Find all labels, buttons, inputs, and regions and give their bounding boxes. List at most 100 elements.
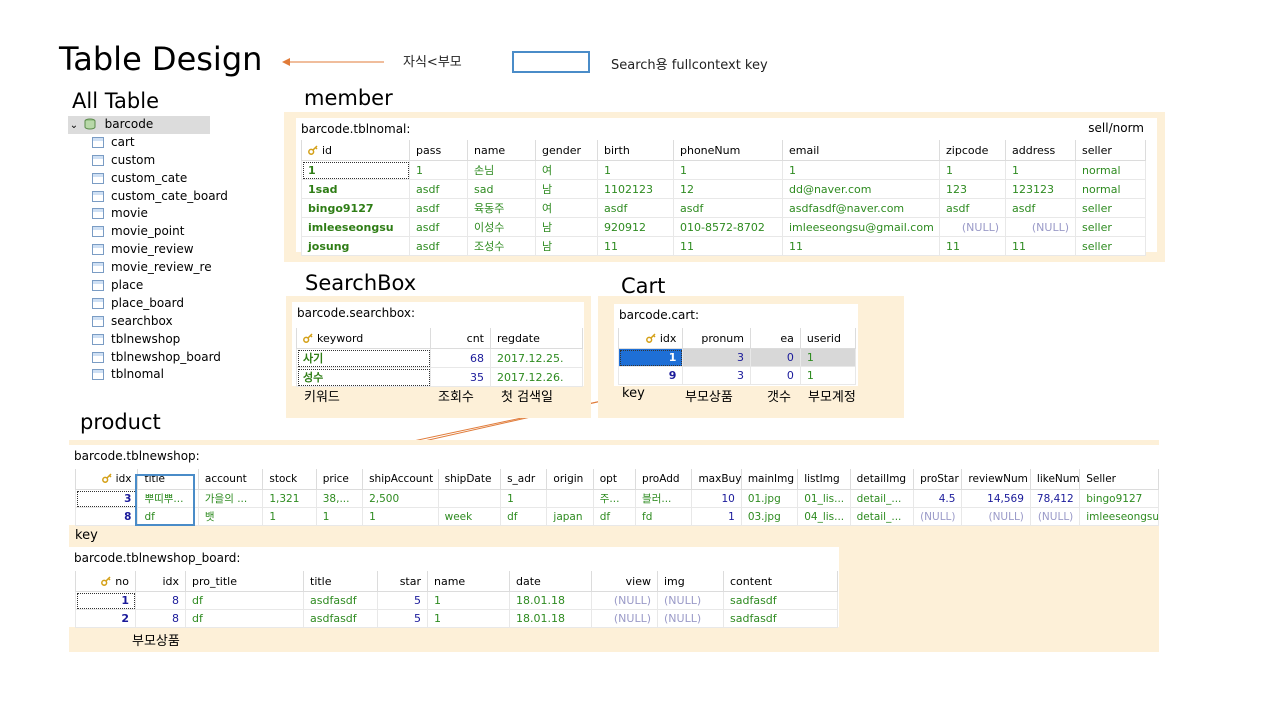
cell-star[interactable]: 5 <box>377 609 428 628</box>
cell-pass[interactable]: asdf <box>409 198 468 218</box>
cell-zipcode[interactable]: asdf <box>939 198 1006 218</box>
cell-phonenum[interactable]: 12 <box>673 179 783 199</box>
cell-pronum[interactable]: 3 <box>682 366 751 385</box>
cell-ea[interactable]: 0 <box>750 348 801 367</box>
column-header-pass[interactable]: pass <box>409 140 468 161</box>
cell-birth[interactable]: 1102123 <box>597 179 674 199</box>
tree-item-tblnewshop-board[interactable]: tblnewshop_board <box>68 349 228 367</box>
cell-phonenum[interactable]: 010-8572-8702 <box>673 217 783 237</box>
cell-shipaccount[interactable]: 2,500 <box>362 489 439 508</box>
column-header-regdate[interactable]: regdate <box>490 328 583 349</box>
column-header-prostar[interactable]: proStar <box>913 469 963 490</box>
cell-zipcode[interactable]: 123 <box>939 179 1006 199</box>
column-header-phonenum[interactable]: phoneNum <box>673 140 783 161</box>
column-header-idx[interactable]: idx <box>135 571 186 592</box>
cell-id[interactable]: bingo9127 <box>301 198 410 218</box>
cell-regdate[interactable]: 2017.12.26. <box>490 367 583 387</box>
cell-price[interactable]: 38,... <box>315 489 364 508</box>
tree-item-place-board[interactable]: place_board <box>68 295 228 313</box>
column-header-cnt[interactable]: cnt <box>430 328 491 349</box>
cell-ea[interactable]: 0 <box>750 366 801 385</box>
cell-pass[interactable]: asdf <box>409 179 468 199</box>
cell-seller[interactable]: normal <box>1075 179 1146 199</box>
cell-cnt[interactable]: 68 <box>430 348 491 368</box>
cell-id[interactable]: 1 <box>301 160 410 180</box>
column-header-id[interactable]: id <box>301 140 410 161</box>
column-header-date[interactable]: date <box>509 571 592 592</box>
column-header-account[interactable]: account <box>197 469 264 490</box>
cell-birth[interactable]: 11 <box>597 236 674 256</box>
cell-zipcode[interactable]: (NULL) <box>939 217 1006 237</box>
column-header-seller[interactable]: Seller <box>1079 469 1159 490</box>
cell-price[interactable]: 1 <box>315 507 364 526</box>
column-header-maxbuy[interactable]: maxBuy <box>691 469 742 490</box>
cell-prostar[interactable]: (NULL) <box>913 507 963 526</box>
column-header-origin[interactable]: origin <box>546 469 594 490</box>
cell-email[interactable]: asdfasdf@naver.com <box>782 198 940 218</box>
cell-content[interactable]: sadfasdf <box>723 609 838 628</box>
column-header-address[interactable]: address <box>1005 140 1076 161</box>
cell-detailimg[interactable]: detail_... <box>849 489 915 508</box>
cell-proadd[interactable]: fd <box>635 507 693 526</box>
tree-item-tblnomal[interactable]: tblnomal <box>68 366 228 384</box>
cell-gender[interactable]: 남 <box>535 179 598 199</box>
cell-reviewnum[interactable]: (NULL) <box>961 507 1031 526</box>
cell-img[interactable]: (NULL) <box>657 609 724 628</box>
tree-item-custom[interactable]: custom <box>68 152 228 170</box>
chevron-down-icon[interactable]: ⌄ <box>69 120 79 131</box>
column-header-ea[interactable]: ea <box>750 328 801 349</box>
cell-shipdate[interactable] <box>437 489 502 508</box>
cell-regdate[interactable]: 2017.12.25. <box>490 348 583 368</box>
cell-view[interactable]: (NULL) <box>591 609 658 628</box>
column-header-mainimg[interactable]: mainImg <box>740 469 799 490</box>
cell-date[interactable]: 18.01.18 <box>509 609 592 628</box>
cell-name[interactable]: sad <box>467 179 536 199</box>
cell-name[interactable]: 육동주 <box>467 198 536 218</box>
cell-stock[interactable]: 1 <box>262 507 317 526</box>
cell-gender[interactable]: 남 <box>535 217 598 237</box>
column-header-title[interactable]: title <box>303 571 378 592</box>
column-header-s_adr[interactable]: s_adr <box>500 469 548 490</box>
cell-prostar[interactable]: 4.5 <box>913 489 963 508</box>
cell-email[interactable]: 11 <box>782 236 940 256</box>
cell-account[interactable]: 가을의 ... <box>197 489 264 508</box>
cell-no[interactable]: 1 <box>75 591 136 610</box>
cell-origin[interactable] <box>546 489 594 508</box>
cell-address[interactable]: 123123 <box>1005 179 1076 199</box>
cell-opt[interactable]: df <box>592 507 637 526</box>
cell-title[interactable]: asdfasdf <box>303 609 378 628</box>
cell-img[interactable]: (NULL) <box>657 591 724 610</box>
cell-star[interactable]: 5 <box>377 591 428 610</box>
cell-gender[interactable]: 남 <box>535 236 598 256</box>
cell-userid[interactable]: 1 <box>799 348 857 367</box>
column-header-idx[interactable]: idx <box>74 469 139 490</box>
cell-id[interactable]: 1sad <box>301 179 410 199</box>
cell-title[interactable]: asdfasdf <box>303 591 378 610</box>
column-header-view[interactable]: view <box>591 571 658 592</box>
cell-no[interactable]: 2 <box>75 609 136 628</box>
cell-address[interactable]: (NULL) <box>1005 217 1076 237</box>
cell-userid[interactable]: 1 <box>799 366 857 385</box>
column-header-idx[interactable]: idx <box>617 328 684 349</box>
column-header-stock[interactable]: stock <box>262 469 317 490</box>
cell-listimg[interactable]: 04_lis... <box>797 507 851 526</box>
column-header-name[interactable]: name <box>427 571 510 592</box>
column-header-keyword[interactable]: keyword <box>296 328 431 349</box>
cell-stock[interactable]: 1,321 <box>262 489 317 508</box>
tree-item-movie-review-re[interactable]: movie_review_re <box>68 259 228 277</box>
column-header-content[interactable]: content <box>723 571 838 592</box>
tree-item-movie-point[interactable]: movie_point <box>68 223 228 241</box>
cell-mainimg[interactable]: 03.jpg <box>740 507 799 526</box>
tree-item-tblnewshop[interactable]: tblnewshop <box>68 331 228 349</box>
cell-address[interactable]: 11 <box>1005 236 1076 256</box>
tree-item-movie-review[interactable]: movie_review <box>68 241 228 259</box>
tree-item-cart[interactable]: cart <box>68 134 228 152</box>
cell-name[interactable]: 1 <box>427 591 510 610</box>
cell-idx[interactable]: 8 <box>135 609 186 628</box>
